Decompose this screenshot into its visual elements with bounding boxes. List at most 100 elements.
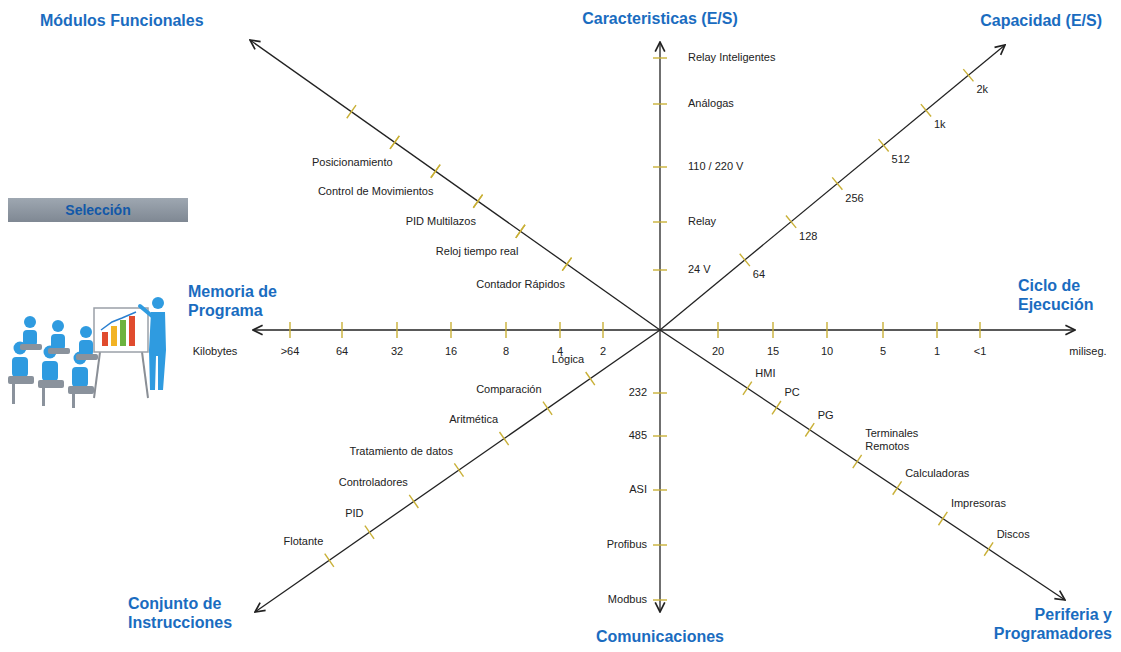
presenter-head (152, 297, 164, 309)
tick-label: 2k (976, 83, 988, 96)
presentation-illustration (8, 297, 166, 408)
tick-mark (653, 392, 667, 393)
tick-mark (289, 322, 290, 338)
tick-mark (390, 136, 399, 149)
tick-mark (832, 177, 842, 189)
tick-label: PC (784, 386, 799, 399)
chart-bar (111, 326, 117, 346)
tick-mark (431, 165, 440, 178)
tick-label: Tratamiento de datos (349, 445, 453, 458)
tick-label: 8 (503, 345, 509, 358)
tick-mark (772, 401, 781, 414)
tick-mark (717, 322, 718, 338)
tick-mark (505, 322, 506, 338)
axis-line (660, 329, 1075, 330)
chair (48, 348, 70, 354)
tick-label: Contador Rápidos (476, 278, 565, 291)
band-title: Selección (65, 202, 130, 218)
tick-mark (586, 372, 595, 385)
tick-label: 10 (821, 345, 833, 358)
listener-body (72, 367, 88, 387)
tick-mark (365, 526, 374, 539)
tick-label: 5 (880, 345, 886, 358)
tick-mark (984, 542, 993, 555)
tick-label: 485 (629, 429, 647, 442)
chair (20, 344, 42, 350)
tick-label: 256 (845, 192, 863, 205)
axis-line (250, 40, 660, 330)
tick-mark (653, 166, 667, 167)
listener-body (79, 340, 93, 356)
tick-label: Flotante (284, 535, 324, 548)
tick-label: 1 (934, 345, 940, 358)
tick-mark (454, 463, 463, 476)
chair (8, 376, 34, 384)
tick-label: 24 V (688, 263, 711, 276)
presenter-body (149, 312, 166, 390)
tick-mark (653, 599, 667, 600)
selection-band: Selección (8, 198, 188, 222)
tick-mark (473, 195, 482, 208)
tick-label: Impresoras (951, 497, 1006, 510)
tick-mark (390, 136, 399, 149)
axis-lines (250, 40, 1075, 612)
tick-mark (878, 139, 888, 151)
tick-label: 1k (934, 118, 946, 131)
tick-label: <1 (974, 345, 987, 358)
axis-line (253, 329, 660, 330)
chart-line (101, 312, 136, 330)
tick-marks (290, 58, 993, 600)
tick-label: Posicionamiento (312, 156, 393, 169)
axis-title: Capacidad (E/S) (980, 12, 1102, 31)
tick-mark (921, 104, 931, 116)
tick-mark (786, 216, 796, 228)
tick-mark (396, 322, 397, 338)
tick-label: 16 (445, 345, 457, 358)
tick-mark (325, 554, 334, 567)
axis-title: Ciclo de Ejecución (1018, 277, 1118, 315)
tick-mark (559, 322, 560, 338)
tick-label: Comparación (476, 383, 541, 396)
axis-title: Caracteristicas (E/S) (582, 10, 738, 29)
tick-label: Control de Movimientos (318, 185, 434, 198)
tick-label: 232 (629, 386, 647, 399)
tick-label: >64 (281, 345, 300, 358)
tick-label: 64 (753, 268, 765, 281)
tick-mark (562, 258, 571, 271)
tick-mark (653, 103, 667, 104)
chart-bar (120, 320, 126, 346)
tick-label: ASI (629, 483, 647, 496)
listener-head (80, 326, 92, 338)
tick-label: 2 (600, 345, 606, 358)
tick-mark (431, 165, 440, 178)
chair-leg (72, 394, 75, 408)
axis-title: Comunicaciones (596, 628, 724, 647)
tick-label: Profibus (607, 538, 647, 551)
axis-title: Conjunto de Instrucciones (128, 595, 243, 633)
tick-mark (653, 544, 667, 545)
tick-mark (653, 269, 667, 270)
chair (68, 386, 94, 394)
tick-label: 15 (767, 345, 779, 358)
chair-leg (12, 384, 15, 404)
tick-mark (653, 57, 667, 58)
tick-label: Relay Inteligentes (688, 51, 775, 64)
axis-line (659, 330, 660, 612)
axis-line (660, 330, 1065, 600)
chair-leg (42, 388, 45, 406)
tick-label: Aritmética (449, 413, 498, 426)
axis-title: Módulos Funcionales (40, 12, 204, 31)
tick-label: 110 / 220 V (688, 160, 743, 173)
tick-mark (543, 402, 552, 415)
axis-title: Memoria de Programa (188, 283, 298, 321)
tick-mark (473, 195, 482, 208)
tick-mark (826, 322, 827, 338)
tick-mark (743, 382, 752, 395)
axis-line (659, 42, 660, 330)
tick-mark (740, 254, 750, 266)
tick-label: 32 (391, 345, 403, 358)
tick-mark (516, 225, 525, 238)
tick-mark (602, 322, 603, 338)
tick-mark (893, 481, 902, 494)
